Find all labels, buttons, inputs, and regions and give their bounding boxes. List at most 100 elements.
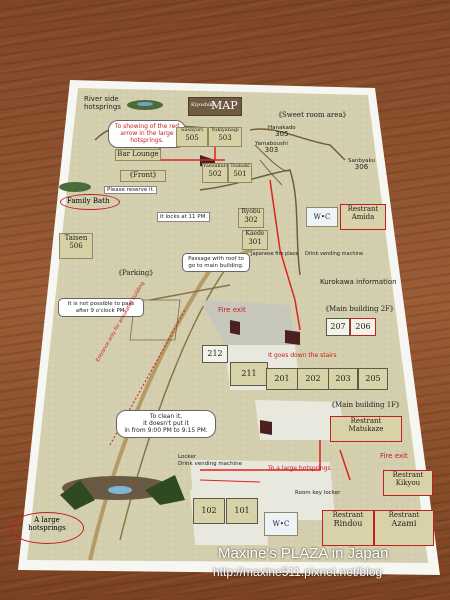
room-302-number: 302: [244, 215, 258, 224]
room-503: Yukiyanagi 503: [208, 127, 242, 147]
map-header-title: MAP: [211, 99, 238, 112]
room-502: Yaezakura 502: [202, 163, 230, 183]
callout-red-arrow-line1: To showing of the red: [114, 123, 180, 130]
room-303-number: 303: [264, 146, 279, 155]
callout-red-arrow-line3: hotsprings.: [130, 137, 164, 145]
room-211: 211: [230, 362, 268, 386]
callout-to-clean-line3: in from 9:00 PM to 9:15 PM.: [124, 427, 208, 435]
room-303: Yamaboushi 303: [255, 141, 288, 155]
restaurant-kikyou-label: Restrant: [392, 471, 424, 479]
room-207: 207: [326, 318, 350, 336]
room-303-name: Yamaboushi: [255, 141, 288, 147]
drink-vending-lower-label: Drink vending machine: [178, 461, 242, 467]
room-506-number: 506: [69, 242, 83, 251]
goes-down-stairs-label: It goes down the stairs: [268, 352, 337, 359]
callout-passage-roof: Passage with roof to go to main building…: [182, 253, 250, 273]
callout-to-clean: To clean it, it doesn't put it in from 9…: [116, 410, 216, 438]
restaurant-azami-name: Azami: [391, 519, 417, 529]
restaurant-rindou: Restrant Rindou: [322, 510, 374, 546]
map-header: Kiyoshiki MAP: [188, 97, 242, 116]
room-302-name: Ryobu: [241, 208, 261, 215]
river-side-label: River side hotsprings: [84, 95, 121, 111]
callout-not-possible-line1: It is not possible to pass: [67, 301, 135, 307]
room-502-number: 502: [208, 169, 222, 178]
restaurant-amida: Restrant Amida: [340, 204, 386, 230]
room-301-name: Kaede: [245, 230, 265, 237]
callout-passage-line1: Passage with roof to: [188, 256, 244, 262]
callout-red-arrow-line2: arrow in the large: [120, 130, 174, 138]
room-501-name: Tsubaki: [230, 163, 250, 169]
room-503-number: 503: [218, 133, 232, 142]
room-305-name: Hanakado: [268, 125, 296, 131]
room-305-number: 305: [275, 130, 289, 139]
room-301: Kaede 301: [242, 230, 268, 250]
room-301-number: 301: [248, 237, 262, 246]
river-side-text: River side: [84, 95, 119, 103]
map-header-kiyoshiki: Kiyoshiki: [191, 102, 215, 108]
callout-not-possible: It is not possible to pass after 9 o'clo…: [58, 298, 144, 318]
japanese-fire-place-label: Japanese fire place: [251, 251, 299, 257]
room-501-number: 501: [233, 169, 247, 178]
room-212: 212: [202, 345, 228, 363]
room-505-name: Sasayuri: [181, 127, 203, 133]
restaurant-matukaze-label: Restrant: [350, 417, 382, 425]
callout-to-clean-line2: it doesn't put it: [143, 420, 189, 428]
room-306: Sanbyaku 306: [348, 158, 375, 172]
main-building-1f-label: 《Main building 1F》: [328, 401, 404, 409]
river-side-hotsprings-text: hotsprings: [84, 102, 121, 111]
restaurant-kikyou-name: Kikyou: [395, 479, 421, 488]
room-306-name: Sanbyaku: [348, 158, 375, 164]
front-label: 《Front》: [120, 170, 166, 182]
callout-red-arrow: To showing of the red arrow in the large…: [108, 120, 186, 148]
room-102: 102: [193, 498, 225, 524]
restaurant-matukaze: Restrant Matukaze: [330, 416, 402, 442]
room-306-number: 306: [354, 163, 369, 172]
restaurant-rindou-label: Restrant: [332, 511, 364, 519]
family-bath-text: Family Bath: [67, 197, 110, 205]
restaurant-amida-label: Restrant: [347, 205, 379, 213]
please-reserve-label: Please reserve it.: [104, 186, 158, 195]
restaurant-rindou-name: Rindou: [333, 519, 363, 529]
fire-exit-1f-label: Fire exit: [380, 452, 408, 460]
restaurant-kikyou: Restrant Kikyou: [383, 470, 433, 496]
callout-passage-line2: go to main building.: [188, 262, 244, 269]
sweet-room-area-label: 《Sweet room area》: [275, 111, 350, 119]
wc-label-upper: W•C: [306, 207, 338, 227]
restaurant-matukaze-name: Matukaze: [348, 425, 384, 434]
room-206: 206: [350, 318, 376, 336]
large-hotsprings-label: A large hotsprings: [10, 512, 84, 544]
drink-vending-upper-label: Drink vending machine: [305, 251, 364, 257]
locks-11pm-label: It locks at 11 PM.: [157, 212, 211, 223]
restaurant-amida-name: Amida: [351, 213, 375, 222]
room-key-locker-label: Room key locker: [295, 490, 341, 496]
locker-label: Locker: [178, 454, 196, 460]
kurokawa-information-label: Kurokawa information: [320, 278, 397, 286]
room-302: Ryobu 302: [238, 208, 264, 228]
wc-label-lower: W•C: [264, 512, 298, 536]
large-hotsprings-line2: hotsprings: [28, 524, 66, 532]
room-305: Hanakado 305: [268, 125, 296, 139]
fire-exit-2f-label: Fire exit: [218, 306, 246, 314]
room-202: 202: [297, 368, 329, 390]
room-201: 201: [266, 368, 298, 390]
room-506: Taisen 506: [59, 233, 93, 259]
room-501: Tsubaki 501: [228, 163, 252, 183]
room-203: 203: [328, 368, 358, 390]
room-506-name: Taisen: [64, 234, 88, 242]
family-bath-label: Family Bath: [60, 194, 120, 210]
callout-not-possible-line2: after 9 o'clock PM.: [75, 307, 127, 314]
bar-lounge-label: Bar Lounge: [115, 149, 161, 161]
main-building-2f-label: 《Main building 2F》: [322, 305, 398, 313]
watermark-title: Maxine's PLAZA in Japan: [218, 545, 389, 562]
room-503-name: Yukiyanagi: [211, 127, 239, 133]
restaurant-azami: Restrant Azami: [374, 510, 434, 546]
room-502-name: Yaezakura: [203, 163, 230, 169]
restaurant-azami-label: Restrant: [388, 511, 420, 519]
callout-to-clean-line1: To clean it,: [149, 413, 183, 420]
large-hotsprings-line1: A large: [34, 516, 60, 524]
room-101: 101: [226, 498, 258, 524]
room-505-number: 505: [185, 133, 199, 142]
room-505: Sasayuri 505: [176, 127, 208, 147]
to-large-hotsprings-label: To a large hotsprings: [268, 465, 331, 472]
